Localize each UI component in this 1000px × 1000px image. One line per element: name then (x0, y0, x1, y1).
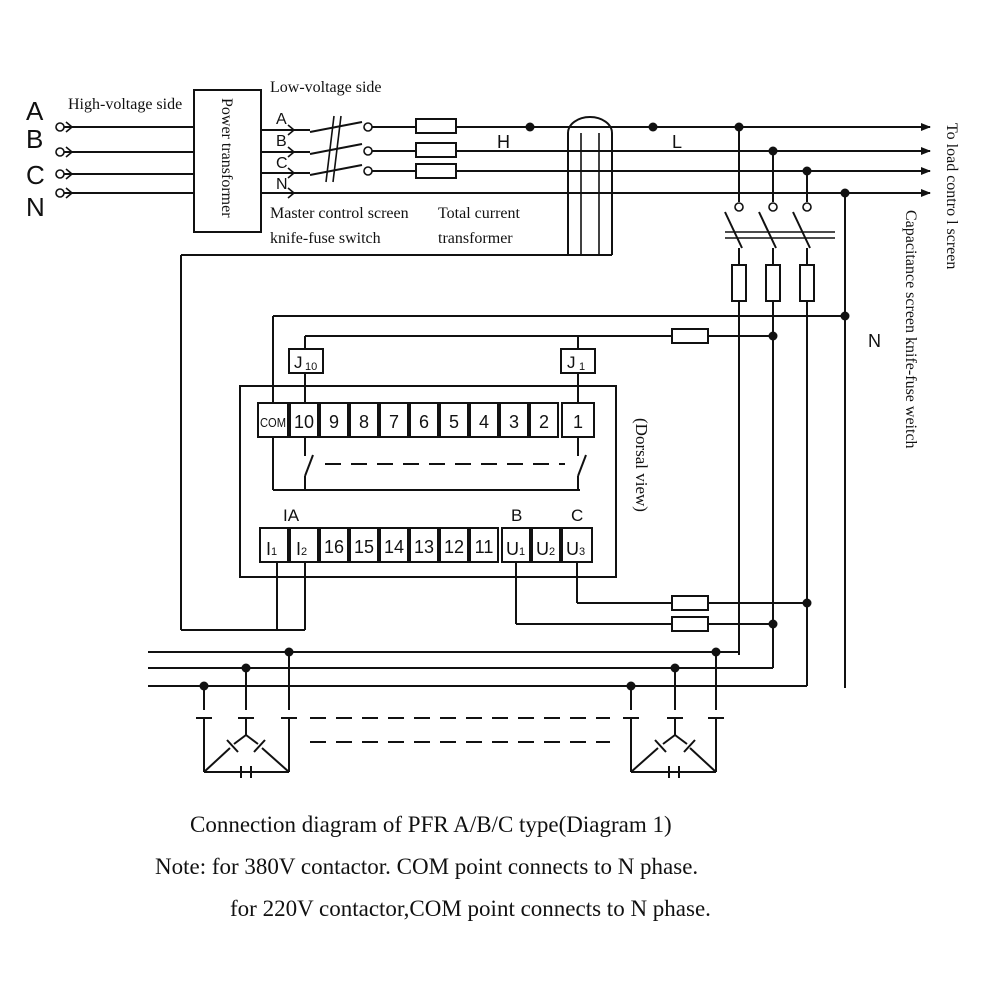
svg-text:5: 5 (449, 412, 459, 432)
svg-text:8: 8 (359, 412, 369, 432)
h-label: H (497, 132, 510, 152)
phase-label-c: C (26, 160, 45, 190)
svg-text:13: 13 (414, 537, 434, 557)
svg-text:J: J (567, 353, 576, 372)
capacitor-group-2 (623, 717, 724, 778)
voltage-sampling (515, 562, 812, 632)
master-switch-label-2: knife-fuse switch (270, 230, 381, 247)
lv-phase-labels: A B C N (276, 111, 288, 193)
svg-text:A: A (276, 111, 287, 128)
ia-label: IA (283, 506, 300, 525)
master-switch-label-1: Master control screen (270, 205, 409, 222)
svg-text:9: 9 (329, 412, 339, 432)
capacitor-group-1 (196, 717, 297, 778)
svg-text:2: 2 (539, 412, 549, 432)
current-transformer (525, 116, 658, 256)
svg-text:COM: COM (260, 415, 286, 430)
svg-text:10: 10 (305, 361, 317, 373)
svg-text:4: 4 (479, 412, 489, 432)
svg-text:12: 12 (444, 537, 464, 557)
phase-label-n: N (26, 192, 45, 222)
controller-body (239, 385, 617, 578)
svg-text:J: J (294, 353, 303, 372)
svg-text:15: 15 (354, 537, 374, 557)
low-voltage-side-label: Low-voltage side (270, 79, 382, 96)
svg-text:N: N (276, 176, 288, 193)
svg-text:C: C (276, 155, 288, 172)
cap-switch-label: Capacitance screen knife-fuse weitch (902, 210, 919, 449)
relay-j10 (288, 348, 324, 374)
l-label: L (672, 132, 682, 152)
svg-text:B: B (276, 133, 287, 150)
phase-label-b: B (26, 124, 43, 154)
master-knife-fuse-switch (300, 115, 373, 183)
caption-title: Connection diagram of PFR A/B/C type(Dia… (190, 812, 672, 837)
svg-text:1: 1 (579, 361, 585, 373)
capacitance-branch (724, 122, 850, 688)
power-transformer-label: Power transformer (218, 98, 235, 218)
svg-text:1: 1 (573, 412, 583, 432)
internal-relay-contacts (272, 437, 587, 491)
input-phase-labels: A B C N (26, 96, 45, 222)
caption-note-2: for 220V contactor,COM point connects to… (230, 896, 711, 921)
relay-j1 (560, 348, 596, 374)
svg-text:U1: U1 (506, 539, 525, 559)
main-fuses (415, 118, 457, 179)
lv-lines (261, 124, 931, 199)
svg-text:I2: I2 (296, 539, 307, 559)
svg-text:U2: U2 (536, 539, 555, 559)
b-term-label: B (511, 506, 522, 525)
high-voltage-side-label: High-voltage side (68, 96, 182, 113)
to-load-label: To load contro l screen (943, 123, 960, 269)
svg-text:10: 10 (294, 412, 314, 432)
total-ct-label-1: Total current (438, 205, 521, 222)
capacitor-bus (148, 647, 807, 710)
n-label: N (868, 331, 881, 351)
svg-text:I1: I1 (266, 539, 277, 559)
svg-text:3: 3 (509, 412, 519, 432)
svg-text:6: 6 (419, 412, 429, 432)
svg-text:16: 16 (324, 537, 344, 557)
top-terminal-row: COM 10 9 8 7 6 5 4 3 2 1 (257, 402, 595, 438)
svg-text:7: 7 (389, 412, 399, 432)
svg-text:11: 11 (475, 537, 494, 557)
high-voltage-lines (55, 121, 194, 199)
caption-note-1: Note: for 380V contactor. COM point conn… (155, 854, 698, 879)
total-ct-label-2: transformer (438, 230, 513, 247)
svg-text:14: 14 (384, 537, 404, 557)
relay-supply-fuse (671, 328, 709, 344)
c-term-label: C (571, 506, 583, 525)
power-transformer-box (193, 89, 262, 233)
phase-label-a: A (26, 96, 44, 126)
dorsal-view-label: (Dorsal view) (632, 418, 651, 512)
svg-text:U3: U3 (566, 539, 585, 559)
bottom-terminal-row: I1 I2 16 15 14 13 12 11 U1 U2 U3 (259, 527, 593, 563)
